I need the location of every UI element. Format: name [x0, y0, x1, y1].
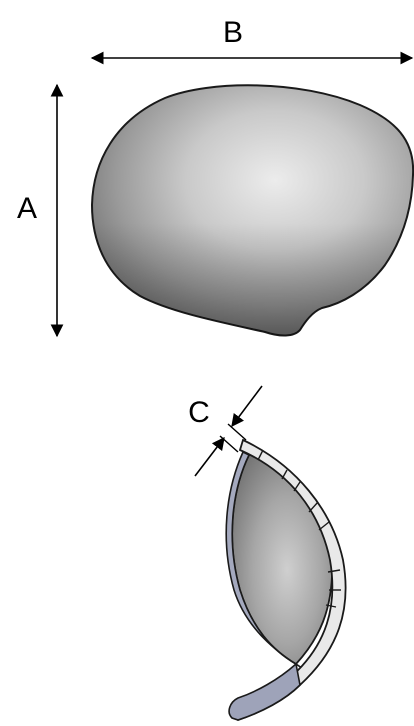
dimension-a: A [17, 85, 57, 336]
shell-top-view [92, 85, 413, 335]
shell-cross-section [226, 440, 345, 720]
dimension-c-label: C [188, 396, 210, 429]
dimension-b-label: B [223, 16, 243, 49]
dimension-b: B [92, 16, 412, 58]
dimension-c-arrow-bottom [195, 438, 224, 476]
dimension-c-arrow-top [232, 386, 262, 426]
dimension-a-label: A [17, 192, 37, 225]
dimension-c-extension-outer [228, 424, 246, 440]
shell-lower-shading [92, 85, 413, 335]
cross-section-inner-surface [232, 455, 332, 664]
dimension-c-extension-inner [220, 436, 238, 452]
cross-section-tail [229, 664, 300, 720]
